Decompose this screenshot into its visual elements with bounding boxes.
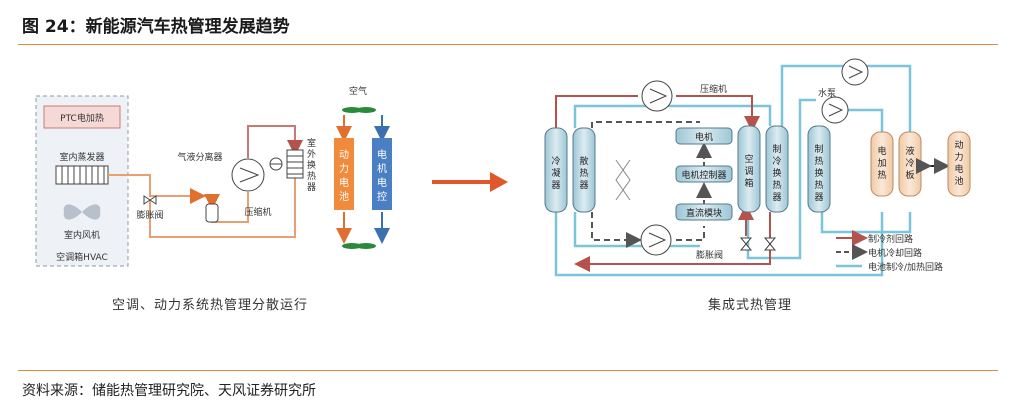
right-diagram: 冷凝器 散热器 压缩机 水泵 电机 电机控制器 直流模块 膨胀阀 空调箱 制冷换… <box>544 58 971 277</box>
battery-block <box>334 138 354 210</box>
bottom-rule <box>18 370 998 371</box>
compressor-icon <box>231 158 265 192</box>
expansion-valve-icon <box>143 195 157 205</box>
condenser <box>544 127 568 213</box>
evap-to-separator-line <box>108 174 220 210</box>
separator <box>205 203 219 223</box>
left-diagram: PTC电加热 室内蒸发器 室内风机 空调箱HVAC 膨胀阀 气液分离器 压缩机 <box>35 85 392 267</box>
radiator-label: 散热器 <box>579 155 588 191</box>
pump-icon-1 <box>841 58 869 86</box>
expansion-valve-label: 膨胀阀 <box>696 249 723 261</box>
ptc-label: PTC电加热 <box>60 112 104 124</box>
compressor-label: 压缩机 <box>244 206 271 218</box>
expansion-valve-icon-2 <box>763 237 777 251</box>
indoor-fan-label: 室内风机 <box>64 229 100 241</box>
motor-pump-icon <box>640 224 672 256</box>
motor <box>675 127 733 145</box>
left-caption: 空调、动力系统热管理分散运行 <box>112 298 309 313</box>
motor-ctrl-label: 电机电控 <box>377 148 387 203</box>
legend-battery-label: 电池制冷/加热回路 <box>868 261 943 273</box>
chiller <box>765 125 789 213</box>
hvac-label: 空调箱HVAC <box>56 251 108 263</box>
indoor-fan-icon <box>63 204 101 220</box>
legend-refrigerant-label: 制冷剂回路 <box>868 233 913 245</box>
legend-motor-label: 电机冷却回路 <box>868 247 922 259</box>
air-fan-icon <box>342 107 376 113</box>
outdoor-fan-icon <box>269 157 283 171</box>
battery-label: 动力电池 <box>339 149 349 203</box>
evaporator-label: 室内蒸发器 <box>59 151 104 163</box>
figure-title: 图 24：新能源汽车热管理发展趋势 <box>22 17 290 37</box>
ac-box-label: 空调箱 <box>744 153 753 189</box>
condenser-label: 冷凝器 <box>551 155 560 191</box>
expansion-valve-icon-1 <box>739 237 753 251</box>
dcdc-label: 直流模块 <box>686 207 722 219</box>
radiator <box>572 127 596 213</box>
expansion-valve-label: 膨胀阀 <box>136 209 163 221</box>
radiator-fan-icon <box>615 159 631 201</box>
heater-hx <box>807 125 831 213</box>
legend: 制冷剂回路 电机冷却回路 电池制冷/加热回路 <box>836 230 943 273</box>
hx-to-valve-line <box>149 178 296 238</box>
compressor-icon <box>641 80 673 112</box>
compressor-to-hx-line <box>247 125 303 158</box>
chiller-label: 制冷换热器 <box>772 143 781 203</box>
air-label: 空气 <box>349 85 367 97</box>
battery-pack <box>947 131 971 197</box>
pump-icon-2 <box>821 96 849 124</box>
ac-box <box>737 125 761 213</box>
electric-heater-label: 电加热 <box>877 145 886 181</box>
outdoor-hx-label: 室外换热器 <box>307 137 316 193</box>
electric-heater <box>870 131 894 197</box>
top-rule <box>18 44 998 45</box>
battery-pack-label: 动力电池 <box>954 140 963 187</box>
pump-label: 水泵 <box>818 87 836 99</box>
heater-hx-label: 制热换热器 <box>814 143 823 203</box>
motor-ctrl-block <box>372 138 392 210</box>
ptc-heater <box>43 105 121 129</box>
transition-arrow <box>432 172 508 192</box>
right-caption: 集成式热管理 <box>708 298 793 313</box>
cold-plate-label: 液冷板 <box>905 145 914 181</box>
evaporator <box>55 165 109 185</box>
compressor-label: 压缩机 <box>700 83 727 95</box>
evaporator-fins <box>61 166 105 184</box>
motor-label: 电机 <box>695 131 713 143</box>
motor-controller <box>675 165 733 183</box>
separator-label: 气液分离器 <box>177 151 222 163</box>
motor-controller-label: 电机控制器 <box>681 169 726 181</box>
source-note: 资料来源：储能热管理研究院、天风证券研究所 <box>22 383 316 399</box>
outdoor-hx <box>286 149 304 179</box>
dcdc-module <box>675 203 733 221</box>
